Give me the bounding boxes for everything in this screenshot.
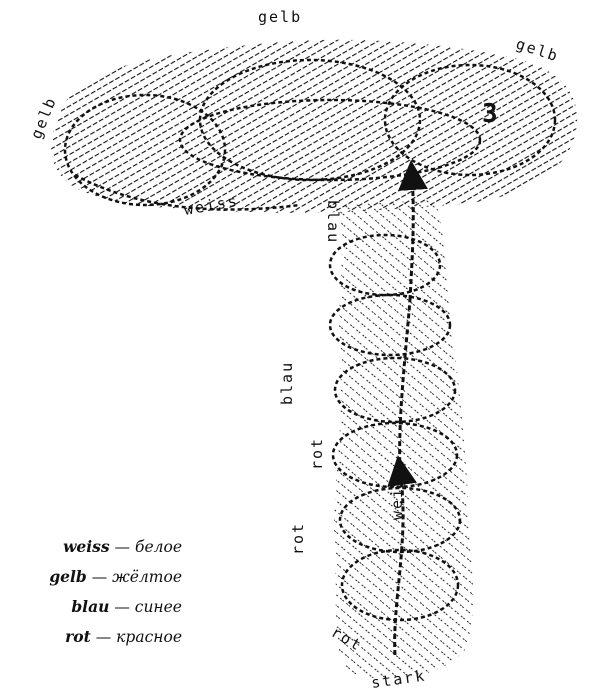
legend-meaning: белое bbox=[135, 538, 182, 556]
legend-meaning: красное bbox=[116, 628, 182, 646]
legend-row-rot: rot — красное bbox=[0, 622, 182, 652]
legend-dash: — bbox=[96, 628, 112, 646]
legend-meaning: жёлтое bbox=[112, 568, 182, 586]
label-number-3: 3 bbox=[482, 99, 500, 129]
legend-term: weiss bbox=[63, 537, 110, 556]
legend-row-gelb: gelb — жёлтое bbox=[0, 562, 182, 592]
legend-term: gelb bbox=[49, 567, 86, 586]
legend-dash: — bbox=[114, 598, 130, 616]
label-stem-blau-left: blau bbox=[278, 361, 296, 405]
legend-dash: — bbox=[115, 538, 131, 556]
legend-row-blau: blau — синее bbox=[0, 592, 182, 622]
legend-term: blau bbox=[71, 597, 109, 616]
color-legend: weiss — белое gelb — жёлтое blau — синее… bbox=[0, 532, 182, 652]
label-stem-rot-bottom-left: rot bbox=[289, 522, 307, 555]
legend-dash: — bbox=[92, 568, 108, 586]
label-stem-weiss: weiss bbox=[388, 465, 406, 520]
legend-meaning: синее bbox=[135, 598, 182, 616]
t-stem bbox=[330, 200, 473, 679]
legend-term: rot bbox=[65, 627, 91, 646]
label-top-gelb: gelb bbox=[258, 8, 302, 26]
label-stem-rot-left: rot bbox=[308, 437, 326, 470]
label-stem-blau-top: blau bbox=[324, 200, 342, 244]
legend-row-weiss: weiss — белое bbox=[0, 532, 182, 562]
